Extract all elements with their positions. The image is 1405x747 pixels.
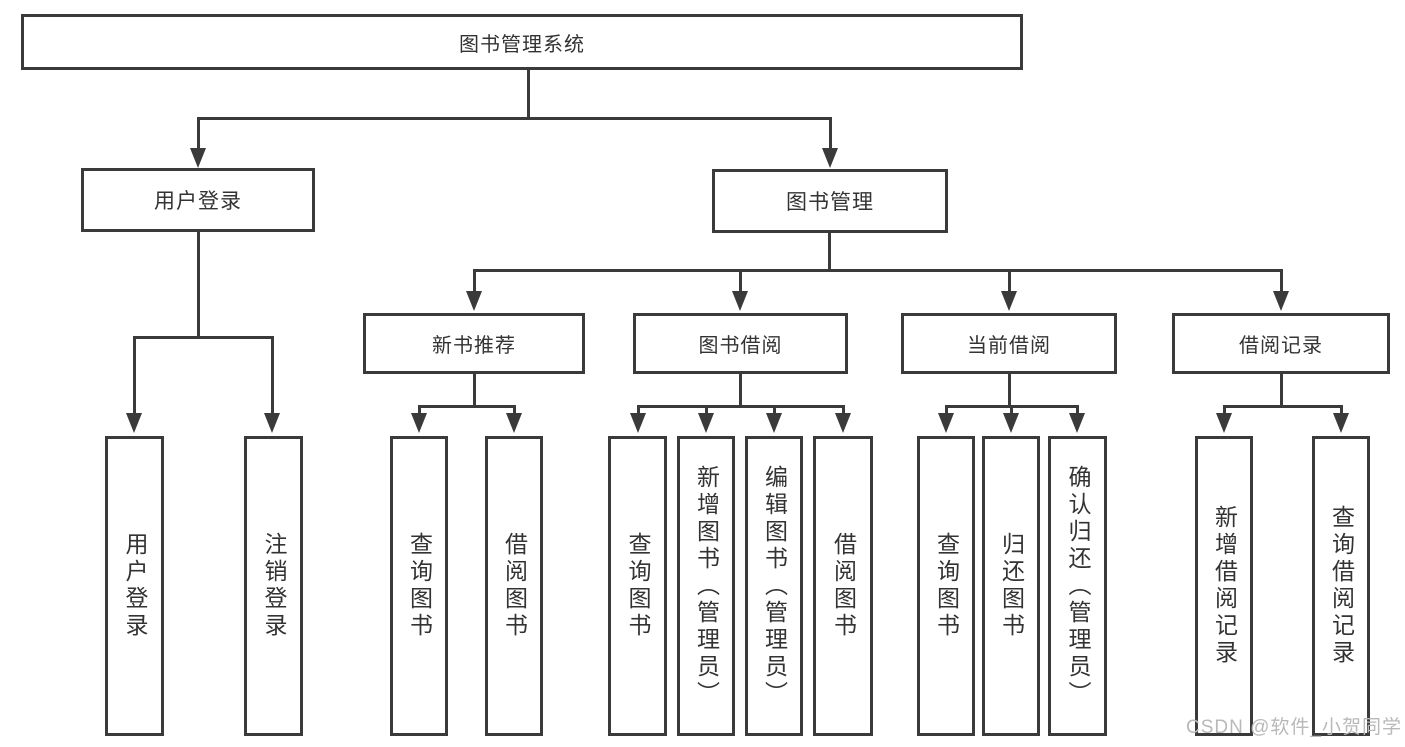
connector-line — [197, 117, 200, 150]
connector-line — [1008, 269, 1011, 293]
connector-line — [945, 405, 948, 416]
node-new-book-recommend: 新书推荐 — [363, 313, 585, 374]
node-borrow-record: 借阅记录 — [1172, 313, 1390, 374]
arrow-down — [190, 148, 206, 168]
node-root-library-system: 图书管理系统 — [21, 14, 1023, 70]
node-bb-query-book: 查询图书 — [608, 436, 667, 736]
connector-line — [1340, 405, 1343, 416]
connector-line — [705, 405, 708, 416]
connector-line — [418, 405, 421, 416]
arrow-down — [1003, 413, 1019, 433]
node-login-user: 用户登录 — [105, 436, 164, 736]
connector-line — [829, 117, 832, 150]
node-label: 归还图书 — [998, 532, 1025, 640]
arrow-down — [698, 413, 714, 433]
node-label: 编辑图书（管理员） — [761, 464, 788, 708]
arrow-down — [466, 291, 482, 311]
node-label: 查询图书 — [406, 532, 433, 640]
node-bb-edit-book-admin: 编辑图书（管理员） — [745, 436, 803, 736]
arrow-down — [766, 413, 782, 433]
arrow-down — [506, 413, 522, 433]
node-logout: 注销登录 — [244, 436, 303, 736]
connector-line — [133, 336, 136, 414]
arrow-down — [1273, 291, 1289, 311]
node-nb-borrow-book: 借阅图书 — [485, 436, 543, 736]
connector-line — [473, 269, 1283, 272]
arrow-down — [264, 413, 280, 433]
node-label: 查询图书 — [933, 532, 960, 640]
connector-line — [739, 269, 742, 293]
connector-line — [1280, 269, 1283, 293]
node-current-borrow: 当前借阅 — [901, 313, 1117, 374]
node-cb-return-book: 归还图书 — [982, 436, 1040, 736]
node-label: 查询图书 — [625, 532, 651, 640]
connector-line — [637, 405, 640, 416]
node-br-add-record: 新增借阅记录 — [1195, 436, 1253, 736]
connector-line — [473, 374, 476, 407]
arrow-down — [1001, 291, 1017, 311]
connector-line — [842, 405, 845, 416]
arrow-down — [1069, 413, 1085, 433]
node-label: 借阅图书 — [830, 532, 857, 640]
node-book-borrow: 图书借阅 — [633, 313, 848, 374]
arrow-down — [732, 291, 748, 311]
node-cb-confirm-return-admin: 确认归还（管理员） — [1048, 436, 1107, 736]
connector-line — [739, 374, 742, 407]
connector-line — [473, 269, 476, 293]
arrow-down — [938, 413, 954, 433]
arrow-down — [1333, 413, 1349, 433]
node-label: 查询借阅记录 — [1328, 505, 1355, 667]
connector-line — [773, 405, 776, 416]
node-book-management: 图书管理 — [712, 169, 948, 233]
node-bb-add-book-admin: 新增图书（管理员） — [677, 436, 735, 736]
connector-line — [271, 336, 274, 414]
arrow-down — [822, 148, 838, 168]
node-label: 确认归还（管理员） — [1065, 464, 1091, 708]
connector-line — [1223, 405, 1342, 408]
arrow-down — [835, 413, 851, 433]
connector-line — [1010, 405, 1013, 416]
connector-line — [418, 405, 516, 408]
node-bb-borrow-book: 借阅图书 — [813, 436, 873, 736]
node-user-login: 用户登录 — [81, 168, 315, 232]
arrow-down — [411, 413, 427, 433]
node-label: 注销登录 — [261, 532, 287, 640]
node-br-query-record: 查询借阅记录 — [1312, 436, 1370, 736]
node-label: 新增借阅记录 — [1211, 505, 1238, 667]
connector-line — [197, 117, 831, 120]
connector-line — [1223, 405, 1226, 416]
connector-line — [133, 336, 273, 339]
arrow-down — [630, 413, 646, 433]
csdn-watermark: CSDN @软件_小贺同学 — [1186, 717, 1402, 738]
node-label: 新增图书（管理员） — [693, 464, 720, 708]
node-label: 用户登录 — [122, 532, 148, 640]
connector-line — [637, 405, 844, 408]
connector-line — [197, 232, 200, 336]
connector-line — [513, 405, 516, 416]
connector-line — [527, 70, 530, 117]
connector-line — [1076, 405, 1079, 416]
arrow-down — [1216, 413, 1232, 433]
node-nb-query-book: 查询图书 — [390, 436, 448, 736]
node-cb-query-book: 查询图书 — [917, 436, 975, 736]
arrow-down — [126, 413, 142, 433]
node-label: 借阅图书 — [501, 532, 528, 640]
connector-line — [1280, 374, 1283, 407]
connector-line — [1008, 374, 1011, 407]
connector-line — [828, 233, 831, 271]
